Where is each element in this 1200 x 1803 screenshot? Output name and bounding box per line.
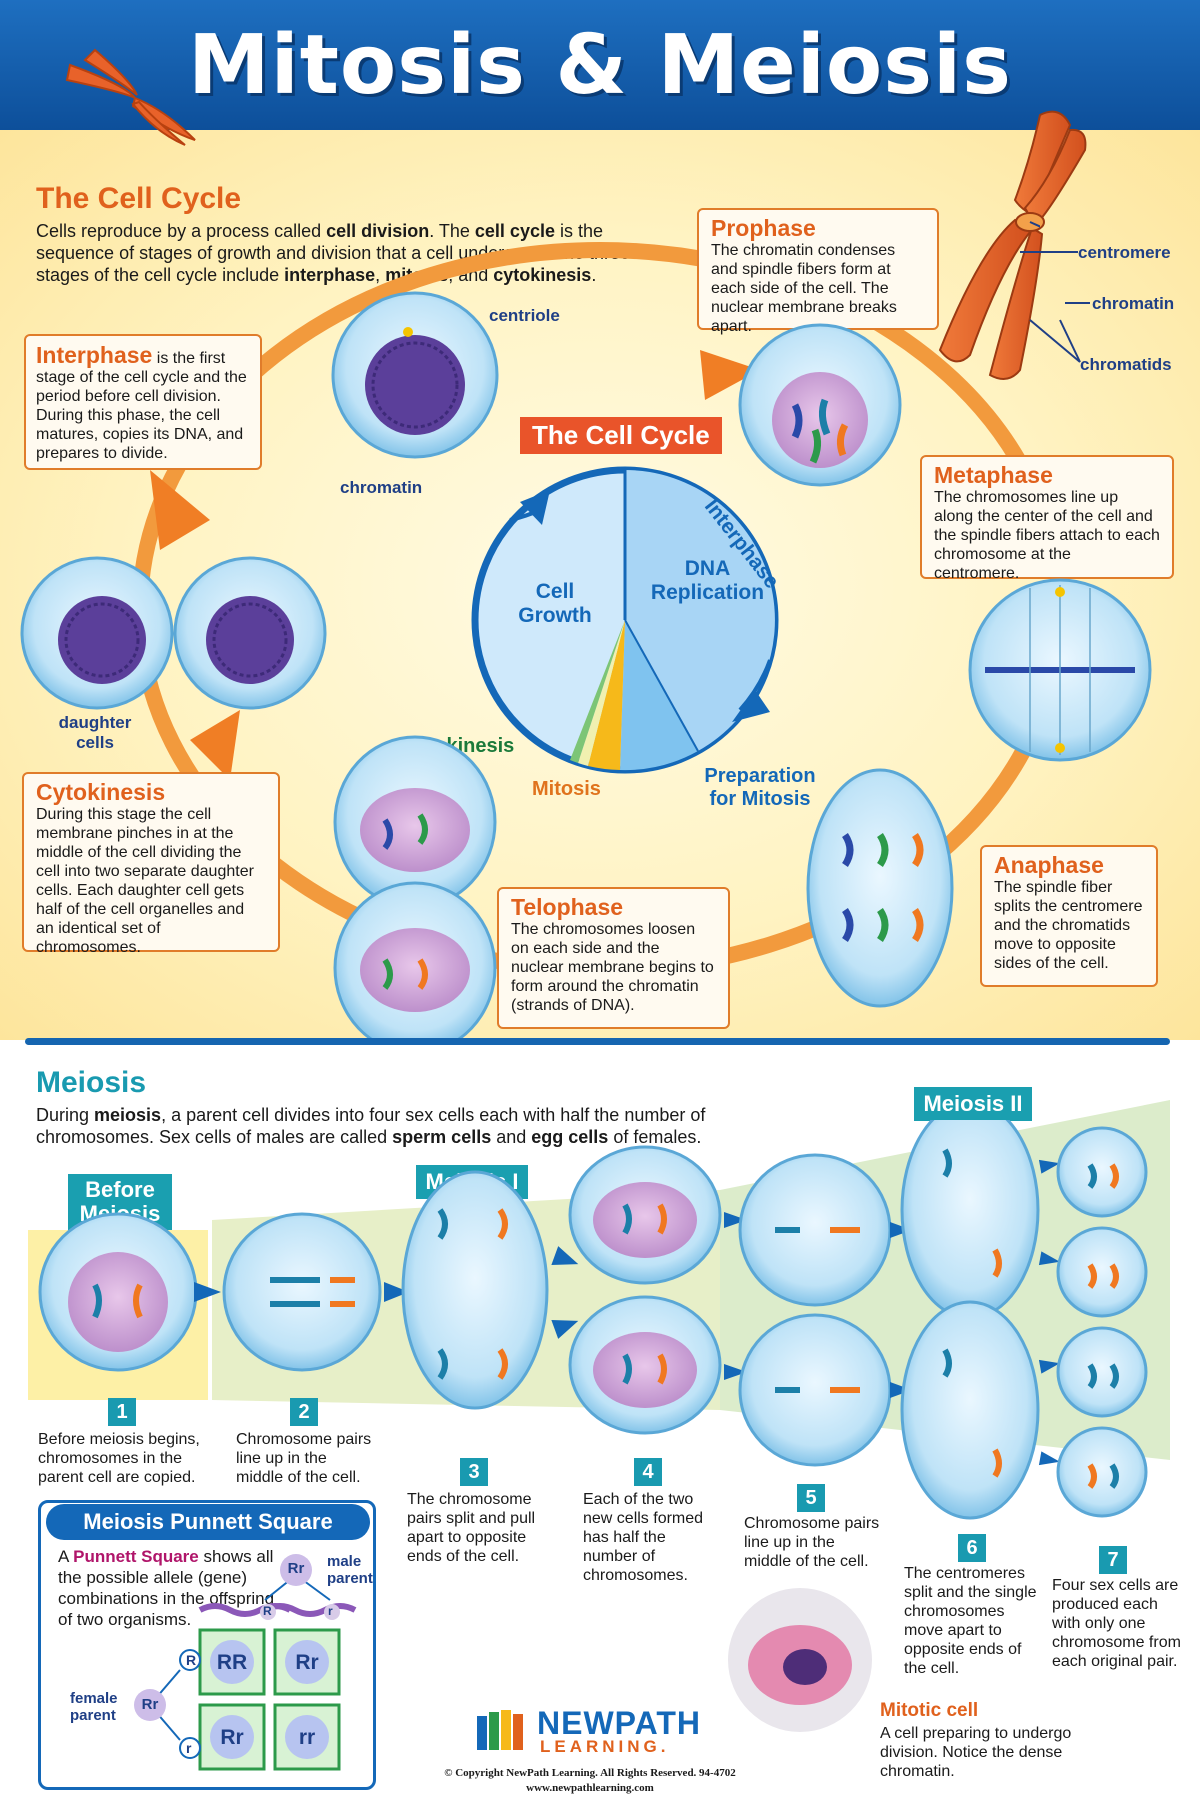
female-parent-label: female parent [70,1690,118,1724]
female-allele-r: r [186,1740,192,1756]
anaphase-cell [806,768,954,1008]
brand-subtitle: LEARNING. [540,1737,670,1756]
daughter-cells-label: daughter cells [58,713,132,752]
chromatin-label: chromatin [1092,294,1175,313]
interphase-cell [331,291,499,459]
daughter-cells [20,556,327,710]
step-1-text: Before meiosis begins, chromosomes in th… [38,1431,200,1486]
centriole-label: centriole [489,306,560,325]
meiosis-cells [38,1120,1148,1520]
anaphase-title: Anaphase [994,852,1104,878]
step-6-number: 6 [958,1534,986,1562]
step-5-number: 5 [797,1484,825,1512]
anaphase-text: The spindle fiber splits the centromere … [994,879,1143,972]
metaphase-text: The chromosomes line up along the center… [934,489,1160,582]
prophase-title: Prophase [711,215,816,241]
punnett-cell-1: RR [216,1651,248,1674]
interphase-box: Interphase is the first stage of the cel… [24,334,262,470]
prophase-cell [738,323,902,487]
step-5-text: Chromosome pairs line up in the middle o… [744,1515,880,1570]
punnett-cell-3: Rr [220,1726,244,1749]
male-genotype: Rr [287,1560,305,1577]
telophase-text: The chromosomes loosen on each side and … [511,921,714,1014]
mitotic-cell-micrograph [728,1588,872,1732]
cell-cycle-intro: Cells reproduce by a process called cell… [36,221,631,285]
section-divider [25,1038,1170,1045]
label-leader-lines [1020,251,1090,363]
cytokinesis-title: Cytokinesis [36,779,166,805]
cycle-banner: The Cell Cycle [520,417,722,454]
mitosis-cells [20,291,1152,1040]
interphase-text: is the first stage of the cell cycle and… [36,350,247,462]
punnett-cell-2: Rr [295,1651,319,1674]
step-7-text: Four sex cells are produced each with on… [1052,1577,1181,1670]
chromosome-icon [65,48,196,146]
mitotic-cell-text: A cell preparing to undergo division. No… [880,1725,1072,1780]
interphase-title: Interphase [36,342,153,368]
step-4-number: 4 [634,1458,662,1486]
header-banner [0,0,1200,130]
step-2-text: Chromosome pairs line up in the middle o… [236,1431,372,1486]
step-3-text: The chromosome pairs split and pull apar… [407,1491,536,1565]
brand-name: NEWPATH [537,1705,702,1741]
telophase-cell [333,735,497,1040]
newpath-logo-icon [477,1710,523,1750]
website: www.newpathlearning.com [526,1782,654,1794]
cytokinesis-text: During this stage the cell membrane pinc… [36,806,254,956]
telophase-title: Telophase [511,894,624,920]
chromatin-cell-label: chromatin [340,478,423,497]
mitosis-label: Mitosis [532,778,601,800]
metaphase-cell [968,578,1152,762]
preparation-label: Preparation for Mitosis [704,765,816,810]
punnett-cell-4: rr [298,1726,316,1749]
copyright: © Copyright NewPath Learning. All Rights… [444,1767,736,1779]
chromatids-label: chromatids [1080,355,1172,374]
meiosis-ii-label: Meiosis II [914,1087,1032,1121]
female-allele-R: R [186,1652,197,1668]
step-4-text: Each of the two new cells formed has hal… [583,1491,704,1584]
step-1-number: 1 [108,1398,136,1426]
cell-growth-label: Cell Growth [518,580,592,627]
step-6-text: The centromeres split and the single chr… [904,1565,1037,1677]
step-2-number: 2 [290,1398,318,1426]
page-title: Mitosis & Meiosis [188,18,1012,113]
step-3-number: 3 [460,1458,488,1486]
step-7-number: 7 [1099,1546,1127,1574]
meiosis-intro: During meiosis, a parent cell divides in… [36,1105,706,1147]
punnett-text: A Punnett Square shows all the possible … [58,1547,275,1629]
chromosome-illustration [938,110,1087,380]
female-genotype: Rr [141,1696,159,1713]
prophase-text: The chromatin condenses and spindle fibe… [711,242,897,335]
chromosome-pointer-lines [1029,221,1040,228]
cell-cycle-title: The Cell Cycle [36,182,242,215]
dna-replication-label: DNA Replication [650,557,765,604]
male-parent-label: male parent [327,1553,373,1587]
meiosis-title: Meiosis [36,1066,147,1099]
punnett-diagram [134,1554,357,1771]
metaphase-title: Metaphase [934,462,1053,488]
male-allele-r: r [328,1604,333,1618]
centromere-label: centromere [1078,243,1171,262]
cell-cycle-pie-chart [471,466,779,774]
punnett-title: Meiosis Punnett Square [46,1504,370,1540]
mitotic-cell-title: Mitotic cell [880,1700,979,1721]
male-allele-R: R [263,1604,272,1618]
